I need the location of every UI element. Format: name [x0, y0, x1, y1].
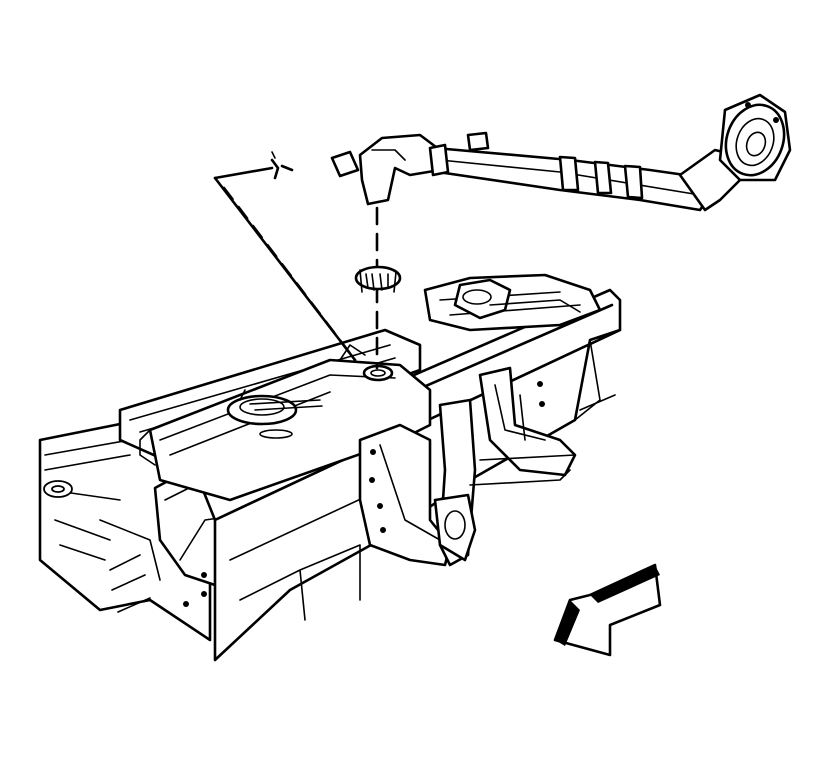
- hose-clamp-4: [623, 164, 644, 200]
- vent-hose-stub: [330, 150, 360, 178]
- arrow-forward-icon: [553, 563, 662, 657]
- hose-clamp-2: [558, 155, 580, 192]
- fuel-filler-housing: [718, 93, 792, 182]
- tank-strap-retainer: [354, 265, 402, 293]
- fuel-filler-pipe: [270, 93, 792, 212]
- spring-hanger-brackets: [358, 366, 616, 567]
- fuel-pump-module: [226, 389, 323, 439]
- fuel-tank: [139, 278, 581, 502]
- filler-pipe-elbow-hose: [358, 133, 442, 206]
- callout-leader-lines: [213, 166, 379, 370]
- hose-clamp-1: [428, 143, 450, 177]
- hose-clamp-3: [593, 160, 613, 195]
